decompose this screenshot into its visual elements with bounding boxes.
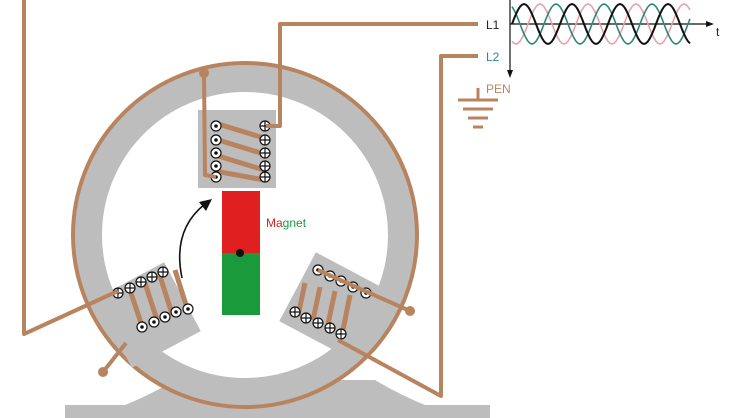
wire-l1 [266,22,478,128]
waveform-plot [507,0,714,78]
cross-icon [157,266,169,278]
wire-right-start [317,268,411,313]
l1-label: L1 [486,18,500,32]
waveform-axis-arrow-down [507,70,513,78]
node-right [405,306,415,316]
cross-icon [324,322,336,334]
l2-label: L2 [486,50,500,64]
wave-l3 [511,3,691,45]
node-top [199,68,209,78]
cross-icon [259,147,271,159]
waveform-axis-arrow-right [706,21,714,27]
cross-icon [124,282,136,294]
cross-icon [259,160,271,172]
wire-l2 [337,54,478,398]
cross-icon [146,271,158,283]
coil-top-crosses [259,120,271,183]
pen-label: PEN [486,82,511,96]
outer-wire-ring [71,61,419,409]
wire-left-end [101,341,128,374]
magnet-axle [236,249,244,257]
wiring [22,0,478,398]
cross-icon [135,276,147,288]
coil-right-crosses [289,306,347,340]
coil-left [127,269,190,327]
dot-icon [210,134,222,146]
dot-icon [210,160,222,172]
dot-icon [210,147,222,159]
pole-left [95,262,201,368]
dot-icon [148,316,160,328]
cross-icon [289,306,301,318]
magnet-north [222,191,260,253]
dot-icon [136,321,148,333]
wire-top-start [202,72,217,179]
stator-ring [72,62,418,408]
dot-icon [210,120,222,132]
coil-top [214,120,265,183]
wave-l1 [511,2,691,46]
coil-left-crosses [112,266,169,299]
coil-top-dots [210,120,222,183]
dot-icon [170,306,182,318]
cross-icon [259,171,271,183]
t-axis-label: t [716,25,720,39]
dot-icon [182,303,194,315]
cross-icon [312,317,324,329]
coil-left-dots [136,303,194,333]
magnet-label: Magnet [266,216,307,230]
wire-left-feed [22,0,119,336]
ground-icon [458,88,498,129]
node-left [98,367,108,377]
cross-icon [259,134,271,146]
cross-icon [335,328,347,340]
magnet-south [222,253,260,315]
cross-icon [300,312,312,324]
rotation-arrow-icon [178,199,212,279]
dot-icon [159,311,171,323]
